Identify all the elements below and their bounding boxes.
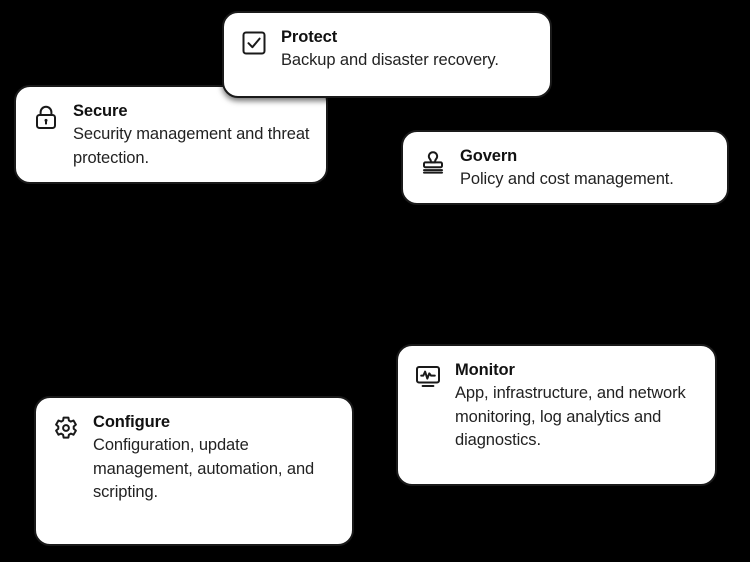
monitor-pulse-icon xyxy=(413,362,443,392)
card-text: Secure Security management and threat pr… xyxy=(73,101,310,170)
card-configure[interactable]: Configure Configuration, update manageme… xyxy=(34,396,354,546)
card-description: Policy and cost management. xyxy=(460,170,674,189)
lock-icon xyxy=(31,103,61,133)
card-title: Govern xyxy=(460,147,518,165)
card-title: Configure xyxy=(93,413,171,431)
card-protect[interactable]: Protect Backup and disaster recovery. xyxy=(222,11,552,98)
checkbox-checked-icon xyxy=(239,29,269,59)
card-secure[interactable]: Secure Security management and threat pr… xyxy=(14,85,328,184)
card-govern[interactable]: Govern Policy and cost management. xyxy=(401,130,729,205)
card-title: Protect xyxy=(281,28,338,46)
card-description: Configuration, update management, automa… xyxy=(93,436,315,501)
card-description: Security management and threat protectio… xyxy=(73,125,310,167)
card-description: App, infrastructure, and network monitor… xyxy=(455,384,686,449)
card-text: Configure Configuration, update manageme… xyxy=(93,412,336,504)
card-title: Monitor xyxy=(455,361,515,379)
card-text: Monitor App, infrastructure, and network… xyxy=(455,360,699,452)
card-description: Backup and disaster recovery. xyxy=(281,51,499,70)
card-text: Protect Backup and disaster recovery. xyxy=(281,27,534,73)
card-title: Secure xyxy=(73,102,128,120)
card-text: Govern Policy and cost management. xyxy=(460,146,711,192)
stamp-icon xyxy=(418,148,448,178)
gear-icon xyxy=(51,414,81,444)
card-monitor[interactable]: Monitor App, infrastructure, and network… xyxy=(396,344,717,486)
